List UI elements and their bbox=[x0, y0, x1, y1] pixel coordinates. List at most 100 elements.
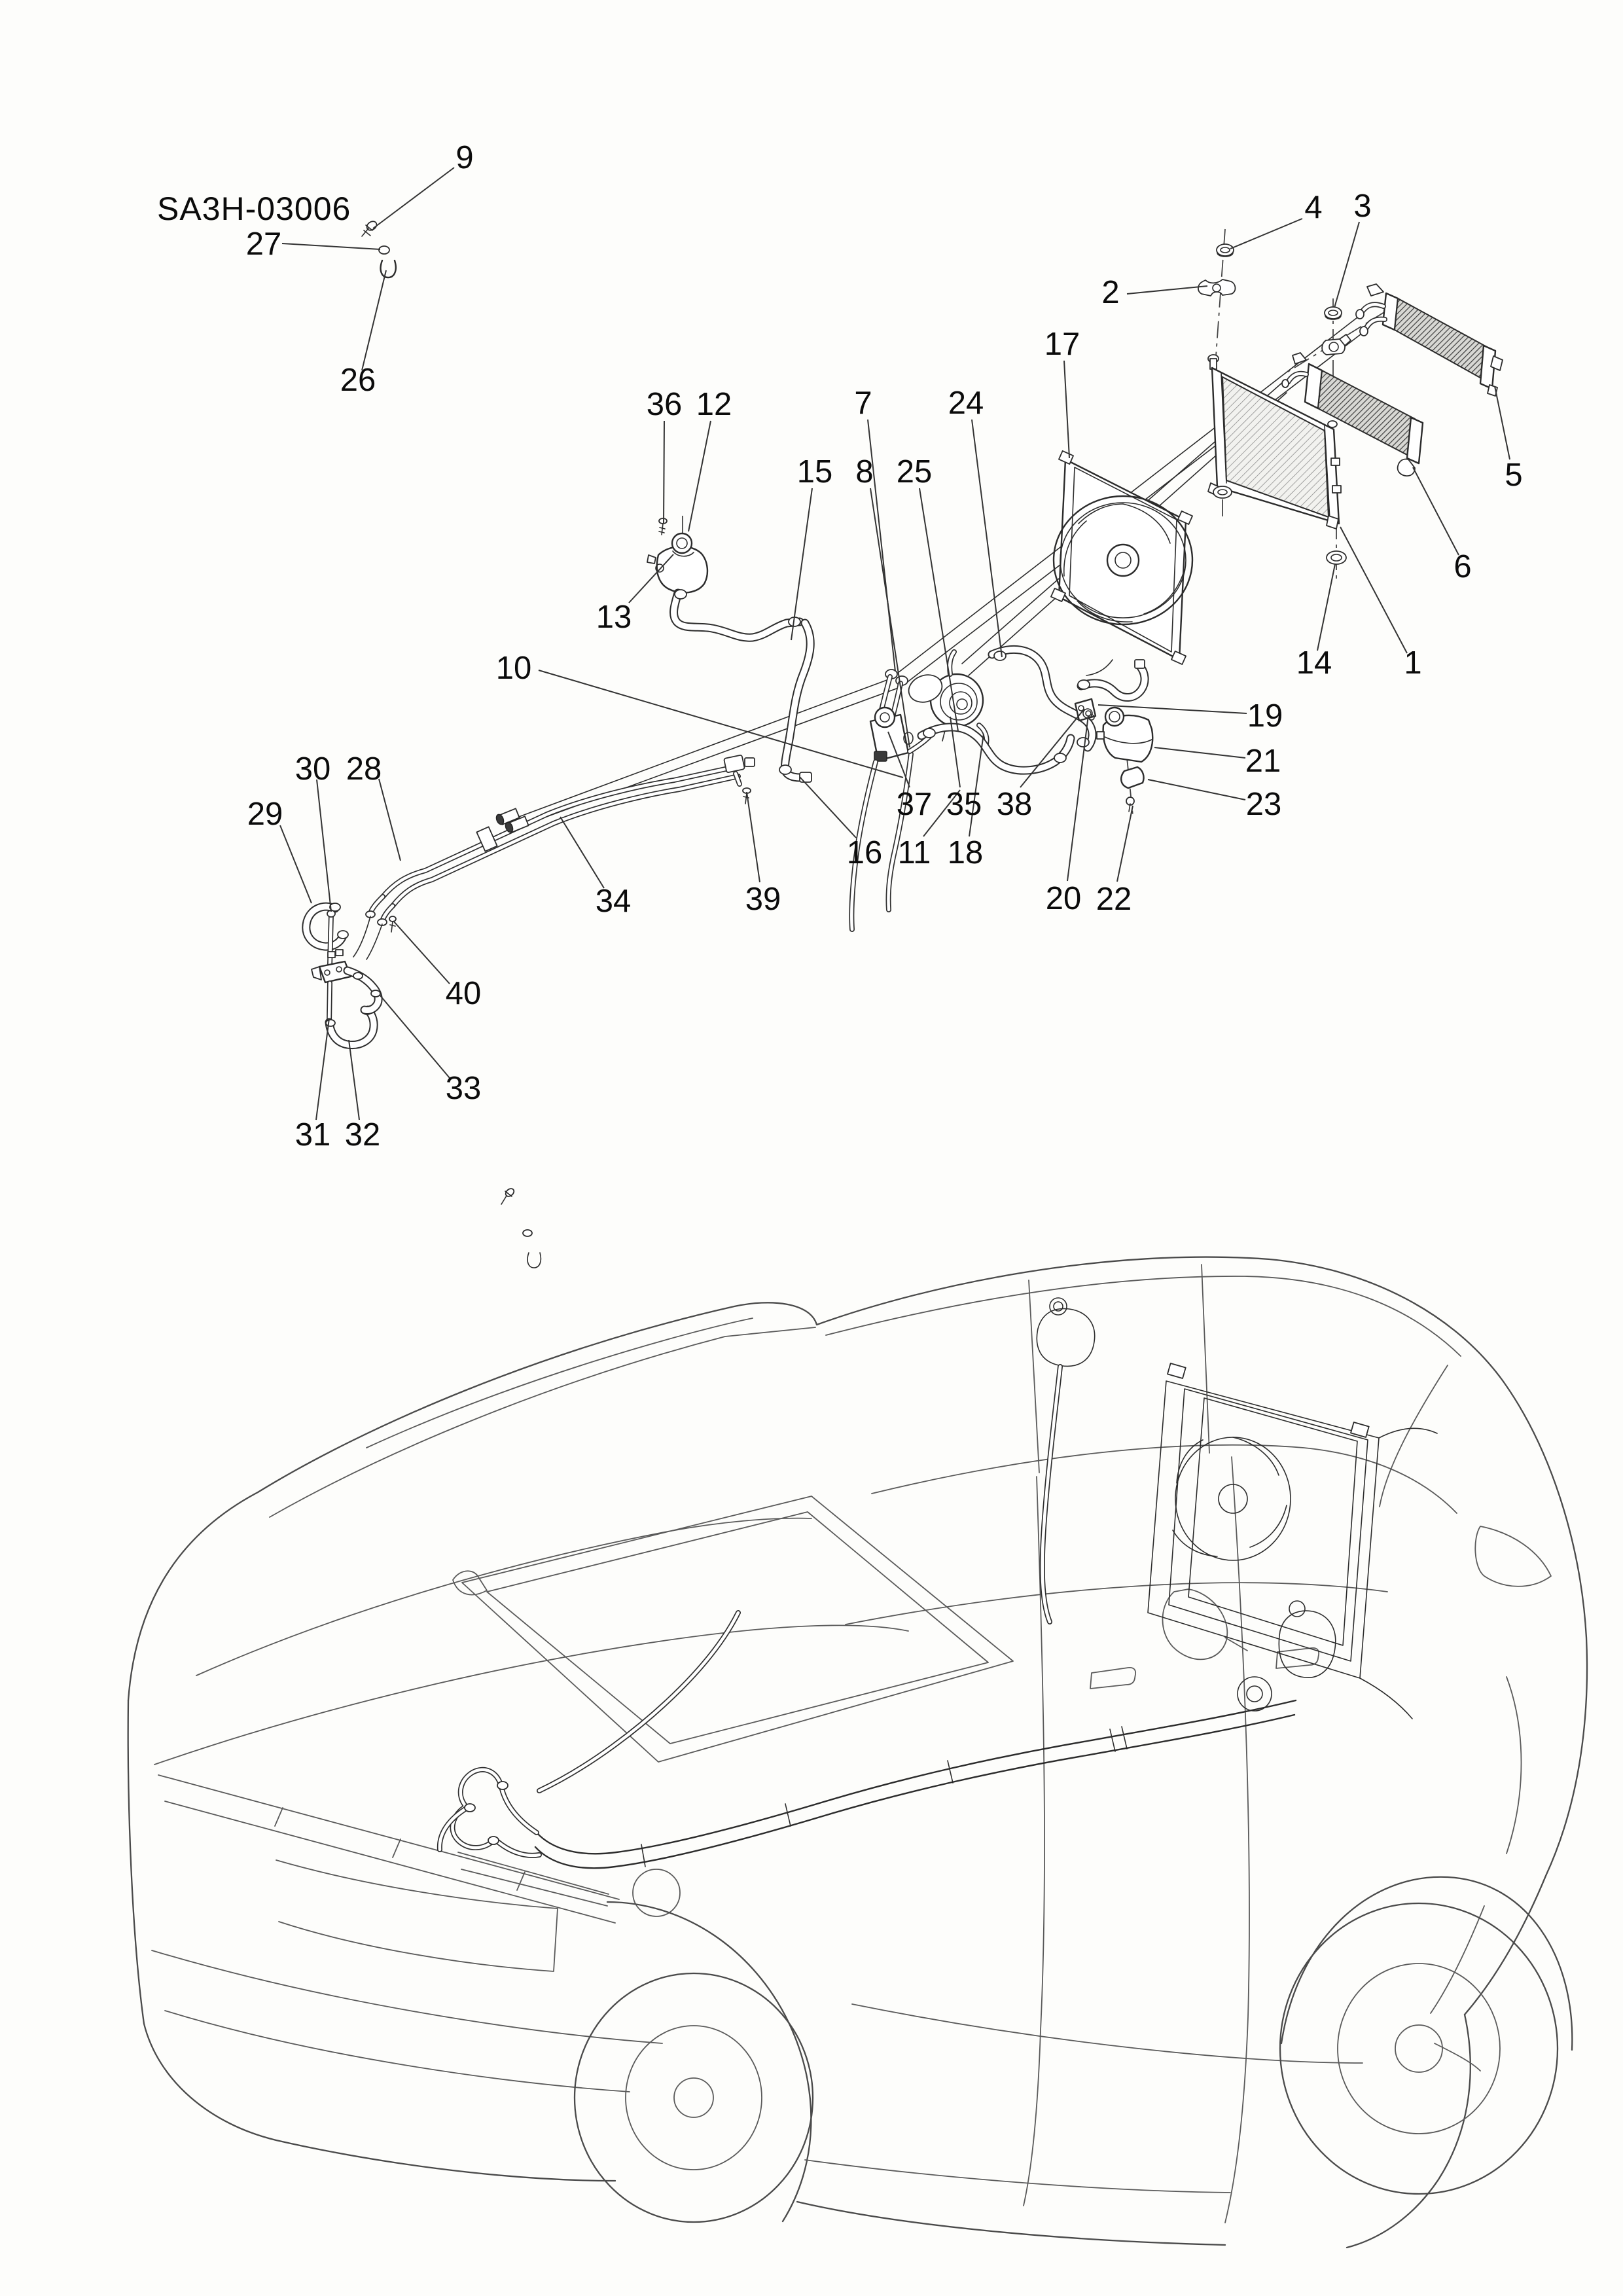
left-pipe-assembly-shape bbox=[318, 960, 352, 984]
left-pipe-assembly-shape bbox=[337, 930, 349, 939]
coolant-pipe-bundle-shape bbox=[723, 754, 745, 774]
leader-line-31 bbox=[315, 1018, 330, 1121]
callout-14: 14 bbox=[1296, 645, 1332, 681]
radiator-shape bbox=[1324, 425, 1330, 520]
callout-37: 37 bbox=[897, 787, 933, 822]
callout-35: 35 bbox=[946, 787, 982, 822]
car-cooling-system-shape bbox=[1172, 1437, 1287, 1557]
radiator-shape bbox=[1327, 420, 1338, 428]
car-body-shape bbox=[1275, 1647, 1320, 1669]
car-body-shape bbox=[1434, 2043, 1481, 2072]
callout-21: 21 bbox=[1245, 744, 1281, 779]
coolant-pipe-bundle-core bbox=[381, 765, 736, 899]
aux-expansion-tank-shape bbox=[658, 518, 668, 524]
valve-pump-assembly-shape bbox=[874, 751, 887, 762]
cooling-fan-shroud bbox=[1050, 450, 1194, 676]
cooling-fan-shroud-shape bbox=[1106, 543, 1140, 577]
left-pipe-assembly-shape bbox=[370, 990, 381, 997]
reservoir-tank-assembly-shape bbox=[1077, 679, 1090, 690]
leader-line-12 bbox=[688, 420, 711, 532]
radiator-shape bbox=[1217, 489, 1228, 495]
radiator-shape bbox=[1221, 372, 1227, 484]
radiator-shape bbox=[1330, 457, 1340, 466]
leader-line-29 bbox=[279, 825, 312, 904]
leader-line-16 bbox=[799, 776, 857, 838]
callout-1: 1 bbox=[1404, 645, 1421, 681]
car-body-shape bbox=[457, 1852, 609, 1907]
leader-line-28 bbox=[378, 778, 401, 861]
cooling-fan-shroud-shape bbox=[1060, 502, 1186, 619]
car-cooling-system-shape bbox=[641, 1726, 1128, 1867]
left-pipe-assembly-shape bbox=[336, 966, 342, 973]
radiator-mounts-shape bbox=[1324, 306, 1342, 319]
car-cooling-system-shape bbox=[1378, 1427, 1438, 1439]
leader-line-5 bbox=[1494, 386, 1510, 460]
car-body-shape bbox=[196, 1517, 812, 1676]
car-body-shape bbox=[1162, 1588, 1248, 1660]
car-body-shape bbox=[625, 2025, 762, 2170]
leader-line-10 bbox=[538, 670, 904, 778]
car-body-shape bbox=[1090, 1666, 1137, 1689]
car-body-shape bbox=[269, 1327, 816, 1518]
hose-15 bbox=[779, 619, 815, 783]
car-body-shape bbox=[127, 1699, 616, 2182]
coolant-pipe-bundle-core bbox=[734, 772, 741, 786]
leader-line-18 bbox=[969, 733, 984, 837]
car-body-shape bbox=[825, 1276, 1461, 1357]
left-pipe-assembly-shape bbox=[325, 1019, 336, 1027]
left-pipe-assembly-shape bbox=[324, 969, 330, 976]
callout-23: 23 bbox=[1246, 787, 1282, 822]
leader-line-20 bbox=[1067, 715, 1089, 882]
car-body-shape bbox=[158, 1774, 620, 1924]
cooler-upper-shape bbox=[1366, 283, 1384, 296]
cooling-fan-shroud-shape bbox=[1078, 503, 1124, 524]
car-cooling-system-shape bbox=[1188, 1397, 1358, 1646]
reservoir-tank-assembly-shape bbox=[1078, 705, 1084, 711]
car-cooling-system-shape bbox=[1218, 1484, 1248, 1514]
assembly-axis-lines-shape bbox=[1287, 310, 1388, 372]
callout-30: 30 bbox=[295, 751, 331, 787]
callout-8: 8 bbox=[855, 454, 873, 490]
left-pipe-assembly-shape bbox=[335, 949, 344, 956]
car-body-shape bbox=[804, 2159, 1231, 2193]
callout-10: 10 bbox=[496, 651, 532, 686]
car-body-shape bbox=[1224, 1456, 1250, 2223]
leader-line-32 bbox=[348, 1039, 360, 1121]
hoses-24-25-shape bbox=[1054, 753, 1067, 763]
callout-39: 39 bbox=[745, 882, 781, 917]
small-fasteners bbox=[361, 221, 397, 279]
leader-line-21 bbox=[1154, 747, 1246, 759]
callout-2: 2 bbox=[1101, 275, 1119, 310]
leader-line-26 bbox=[361, 270, 387, 371]
radiator-shape bbox=[1330, 554, 1342, 562]
aux-expansion-tank-shape bbox=[672, 550, 694, 557]
car-body-shape bbox=[1337, 1963, 1501, 2134]
cooling-fan-shroud-shape bbox=[1115, 552, 1132, 569]
callout-labels: 1234567891011121314151617181920212223242… bbox=[246, 140, 1523, 1153]
leader-line-38 bbox=[1020, 708, 1085, 788]
car-body-shape bbox=[1023, 1476, 1045, 2206]
leader-line-8 bbox=[870, 488, 910, 748]
aux-expansion-tank-shape bbox=[647, 554, 656, 564]
radiator-mounts-shape bbox=[1325, 315, 1342, 320]
aux-expansion-tank-shape bbox=[676, 537, 688, 549]
leader-line-11 bbox=[923, 789, 961, 837]
car-body-shape bbox=[154, 1624, 909, 1765]
radiator-mounts-shape bbox=[1198, 279, 1236, 296]
leader-line-25 bbox=[919, 488, 959, 732]
leader-line-40 bbox=[393, 920, 450, 984]
callout-15: 15 bbox=[797, 454, 833, 490]
cooler-upper bbox=[1355, 283, 1503, 397]
leader-line-19 bbox=[1097, 704, 1247, 714]
callout-12: 12 bbox=[696, 387, 732, 422]
car-body-shape bbox=[871, 1444, 1457, 1514]
leader-line-27 bbox=[281, 243, 381, 250]
car-body-shape bbox=[673, 2077, 714, 2118]
cooler-lower-shape bbox=[1397, 458, 1416, 476]
callout-24: 24 bbox=[948, 386, 984, 421]
callout-22: 22 bbox=[1096, 882, 1132, 917]
reservoir-tank-assembly-shape bbox=[1109, 711, 1120, 723]
left-pipe-assembly-shape bbox=[311, 966, 322, 980]
car-body-shape bbox=[1395, 2024, 1443, 2073]
car-cooling-system-shape bbox=[1167, 1363, 1186, 1379]
